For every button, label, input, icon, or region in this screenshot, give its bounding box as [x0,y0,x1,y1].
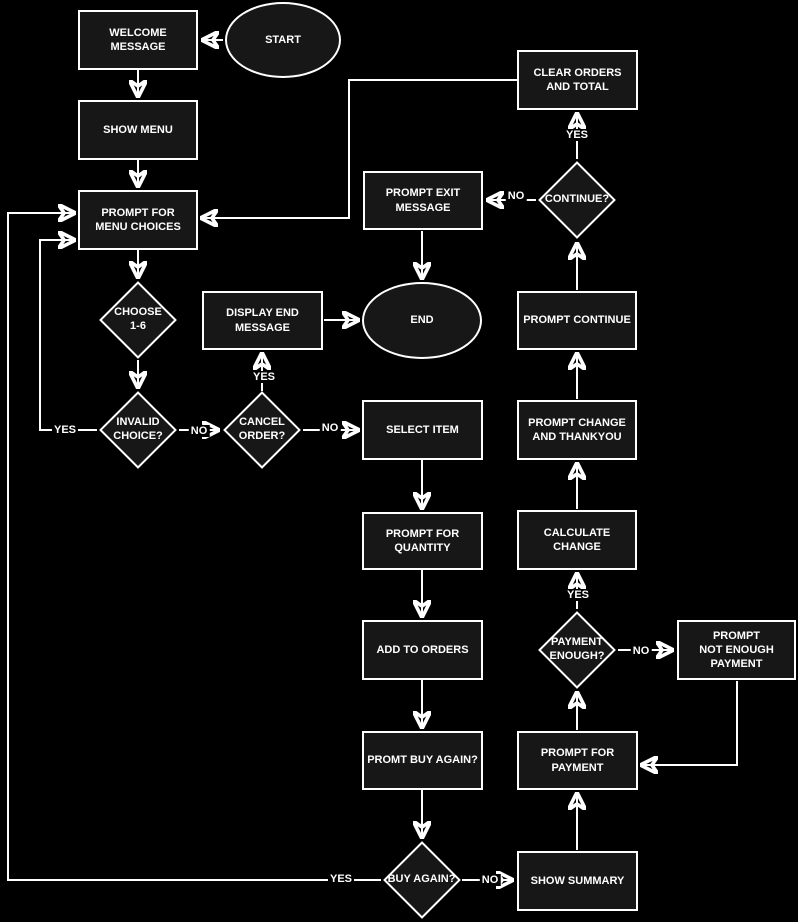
node-prompt-change-thankyou: PROMPT CHANGE AND THANKYOU [517,400,637,460]
edge-label-cancel-yes: YES [250,371,278,383]
node-label: CANCEL ORDER? [238,416,286,442]
node-invalid-choice: INVALID CHOICE? [98,390,178,470]
node-welcome-message: WELCOME MESSAGE [78,10,198,70]
node-payment-enough: PAYMENT ENOUGH? [537,610,617,690]
node-show-menu: SHOW MENU [78,100,198,160]
edge-label-payment-no: NO [630,645,652,657]
node-label: BUY AGAIN? [387,873,456,886]
edge-not-enough-to-prompt-payment [642,681,738,765]
node-label: PAYMENT ENOUGH? [549,636,605,662]
edge-label-continue-yes: YES [563,129,591,141]
node-promt-buy-again: PROMT BUY AGAIN? [362,731,483,790]
edge-label-cancel-no: NO [319,422,341,434]
node-continue: CONTINUE? [537,160,617,240]
node-prompt-exit-message: PROMPT EXIT MESSAGE [363,171,483,230]
node-label: INVALID CHOICE? [113,416,163,442]
node-label: CHOOSE 1-6 [114,306,162,332]
node-calculate-change: CALCULATE CHANGE [517,510,637,570]
node-select-item: SELECT ITEM [362,400,483,460]
edge-label-continue-no: NO [505,190,527,202]
node-label: CONTINUE? [544,193,610,206]
node-cancel-order: CANCEL ORDER? [222,390,302,470]
node-add-to-orders: ADD TO ORDERS [362,620,483,680]
edge-label-buy-again-yes: YES [327,873,355,885]
node-display-end-message: DISPLAY END MESSAGE [202,291,323,350]
node-start: START [225,2,341,78]
node-prompt-for-quantity: PROMPT FOR QUANTITY [362,512,483,570]
node-prompt-menu-choices: PROMPT FOR MENU CHOICES [78,190,198,250]
edge-label-buy-again-no: NO [479,874,501,886]
edge-invalid-yes-loop [39,240,97,431]
node-choose-1-6: CHOOSE 1-6 [98,280,178,360]
edge-buy-again-yes-loop [7,213,381,881]
node-prompt-not-enough-payment: PROMPT NOT ENOUGH PAYMENT [677,620,796,680]
edge-label-payment-yes: YES [564,589,592,601]
node-clear-orders-total: CLEAR ORDERS AND TOTAL [517,50,638,110]
edge-label-invalid-no: NO [188,425,210,437]
node-prompt-continue: PROMPT CONTINUE [517,291,637,350]
node-end: END [362,282,482,359]
edge-label-invalid-yes: YES [51,424,79,436]
node-show-summary: SHOW SUMMARY [517,851,638,911]
node-buy-again: BUY AGAIN? [381,840,462,920]
node-prompt-for-payment: PROMPT FOR PAYMENT [517,731,638,790]
edge-clear-orders-to-prompt-menu [202,79,517,218]
